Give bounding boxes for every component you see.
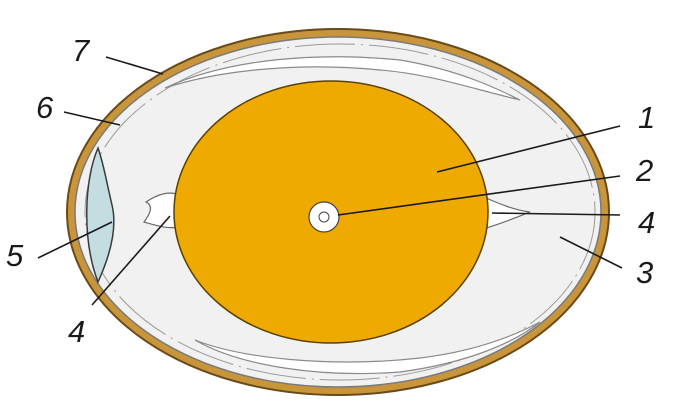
germinal-disc-inner [318,211,330,223]
leader-line-5 [37,221,113,259]
label-yolk: 1 [638,100,655,135]
leader-line-1 [436,125,621,173]
air-cell [86,145,115,284]
leader-line-3 [559,236,623,269]
label-chalaza-right: 4 [638,205,655,240]
label-shell: 7 [72,33,91,68]
chalaza-left-shape [142,192,183,229]
leader-line-6 [63,111,121,126]
label-shell-membrane: 6 [36,90,54,125]
label-germinal-disc: 2 [635,153,653,188]
dense-albumen-bottom [194,321,541,375]
leader-line-7 [105,56,164,75]
inner-membrane-line [84,43,596,381]
leader-line-4-right [491,212,621,216]
dense-albumen-top [164,56,521,101]
leader-line-2 [337,175,621,216]
leader-line-4-left [91,215,171,306]
label-albumen: 3 [636,255,653,290]
label-air-cell: 5 [6,238,24,273]
label-chalaza-left: 4 [68,314,85,349]
